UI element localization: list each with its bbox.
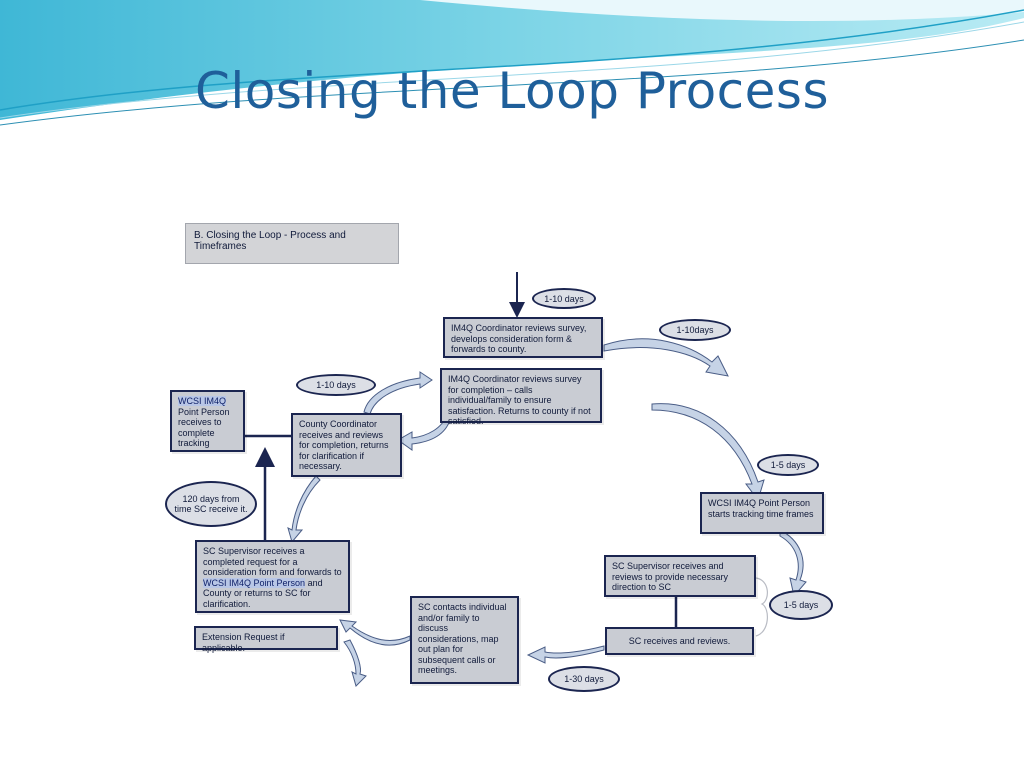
oval-text: 1-5 days	[770, 460, 806, 470]
box-sc-supervisor-completed: SC Supervisor receives a completed reque…	[195, 540, 350, 613]
curve-arrow-5	[339, 619, 411, 646]
box-highlight: WCSI IM4Q	[178, 396, 227, 406]
box-wcsi-tracking: WCSI IM4Q Point Person receives to compl…	[170, 390, 245, 452]
box-text: SC Supervisor receives and reviews to pr…	[612, 561, 729, 592]
oval-timeframe-7: 120 days from time SC receive it.	[165, 481, 257, 527]
box-im4q-completion: IM4Q Coordinator reviews survey for comp…	[440, 368, 602, 426]
oval-text: 1-10days	[676, 325, 714, 335]
bracket	[755, 577, 768, 637]
oval-text: 1-10 days	[316, 380, 356, 390]
box-county-coordinator: County Coordinator receives and reviews …	[291, 413, 402, 477]
oval-timeframe-3: 1-10 days	[296, 374, 376, 396]
box-text: Point Person receives to complete tracki…	[178, 406, 230, 449]
box-text: SC receives and reviews.	[628, 635, 731, 646]
oval-text: 120 days from time SC receive it.	[174, 494, 248, 514]
box-text: County Coordinator receives and reviews …	[299, 419, 389, 471]
curve-arrow-4	[526, 645, 605, 664]
box-extension: Extension Request if applicable.	[194, 626, 338, 653]
curve-arrow-8	[397, 415, 451, 451]
slide-title: Closing the Loop Process	[194, 62, 830, 120]
box-text: IM4Q Coordinator reviews survey, develop…	[451, 323, 587, 354]
oval-text: 1-10 days	[544, 293, 584, 304]
box-highlight: WCSI IM4Q Point Person	[203, 577, 306, 588]
box-text: Extension Request if applicable.	[202, 632, 285, 653]
box-sc-receives: SC receives and reviews.	[605, 627, 754, 655]
box-im4q-reviews-survey: IM4Q Coordinator reviews survey, develop…	[443, 317, 603, 358]
box-sc-contacts: SC contacts individual and/or family to …	[410, 596, 519, 684]
box-text-b: and County or returns to SC for clarific…	[203, 577, 323, 609]
curve-arrow-1	[603, 338, 729, 377]
oval-timeframe-5: 1-5 days	[769, 590, 833, 620]
oval-timeframe-6: 1-30 days	[548, 666, 620, 692]
oval-timeframe-4: 1-5 days	[757, 454, 819, 476]
box-text: SC contacts individual and/or family to …	[418, 602, 507, 675]
oval-text: 1-5 days	[783, 600, 819, 610]
diagram-header: B. Closing the Loop - Process and Timefr…	[185, 223, 399, 264]
oval-timeframe-2: 1-10days	[659, 319, 731, 341]
box-text: WCSI IM4Q Point Person starts tracking t…	[708, 498, 814, 519]
curve-arrow-3	[779, 529, 807, 598]
diagram-header-text: B. Closing the Loop - Process and Timefr…	[194, 230, 346, 252]
curve-arrow-6	[343, 639, 367, 687]
curve-arrow-7	[287, 475, 321, 544]
curve-arrow-9	[363, 371, 433, 415]
curve-arrow-2	[651, 403, 765, 502]
box-sc-supervisor-direction: SC Supervisor receives and reviews to pr…	[604, 555, 756, 597]
banner-waves	[0, 0, 1024, 130]
box-text: IM4Q Coordinator reviews survey for comp…	[448, 374, 591, 426]
oval-text: 1-30 days	[564, 674, 604, 684]
oval-timeframe-1: 1-10 days	[532, 288, 596, 309]
box-text-a: SC Supervisor receives a completed reque…	[203, 546, 342, 577]
box-wcsi-starts-tracking: WCSI IM4Q Point Person starts tracking t…	[700, 492, 824, 534]
